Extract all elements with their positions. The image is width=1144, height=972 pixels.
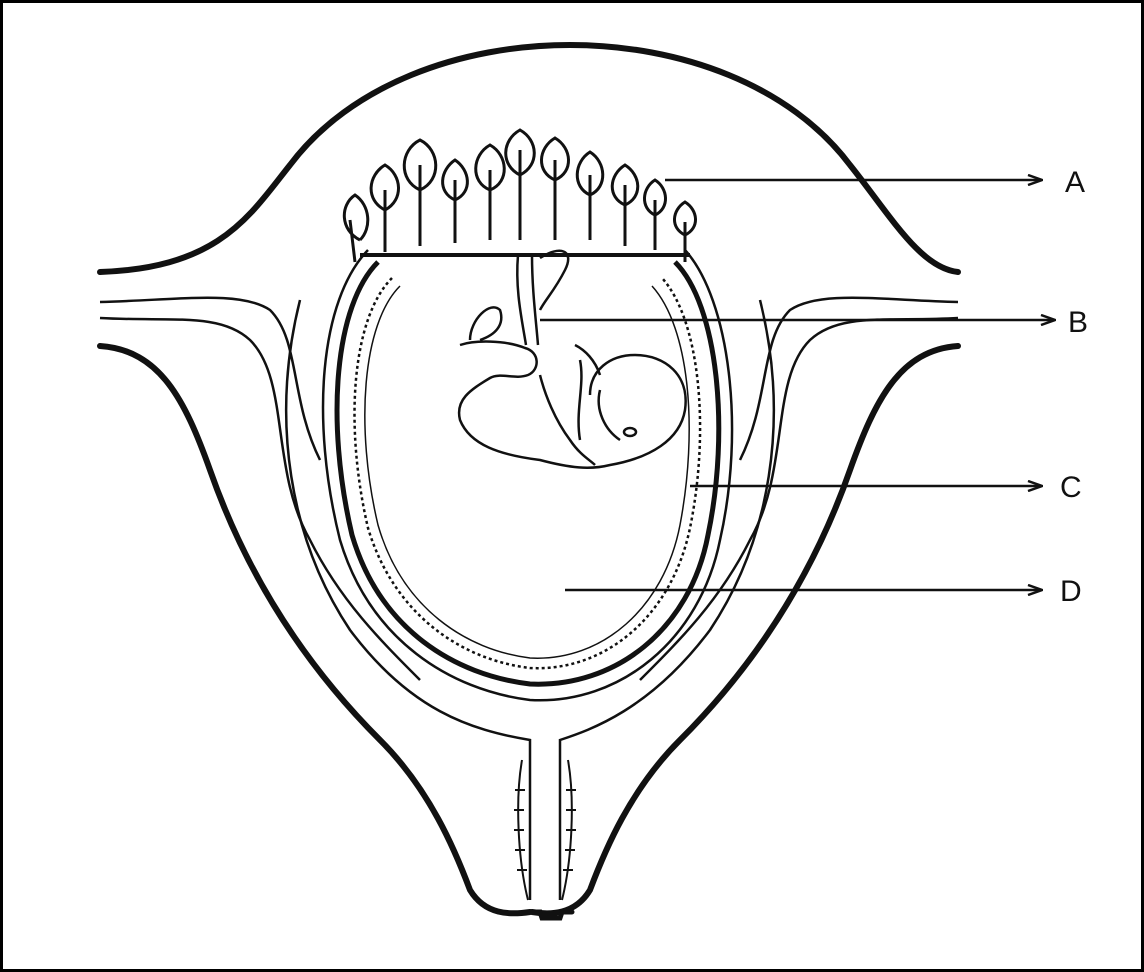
amniotic-membranes xyxy=(323,250,732,700)
endometrium xyxy=(286,300,774,900)
fetus xyxy=(459,307,686,467)
leader-lines xyxy=(540,180,1055,590)
label-d: D xyxy=(1060,575,1082,608)
label-c: C xyxy=(1060,471,1082,504)
label-a: A xyxy=(1065,166,1085,199)
fallopian-tubes xyxy=(100,298,958,680)
placenta-villi xyxy=(344,130,695,262)
umbilical-cord xyxy=(517,251,568,345)
cervix xyxy=(514,760,576,900)
label-b: B xyxy=(1068,306,1088,339)
